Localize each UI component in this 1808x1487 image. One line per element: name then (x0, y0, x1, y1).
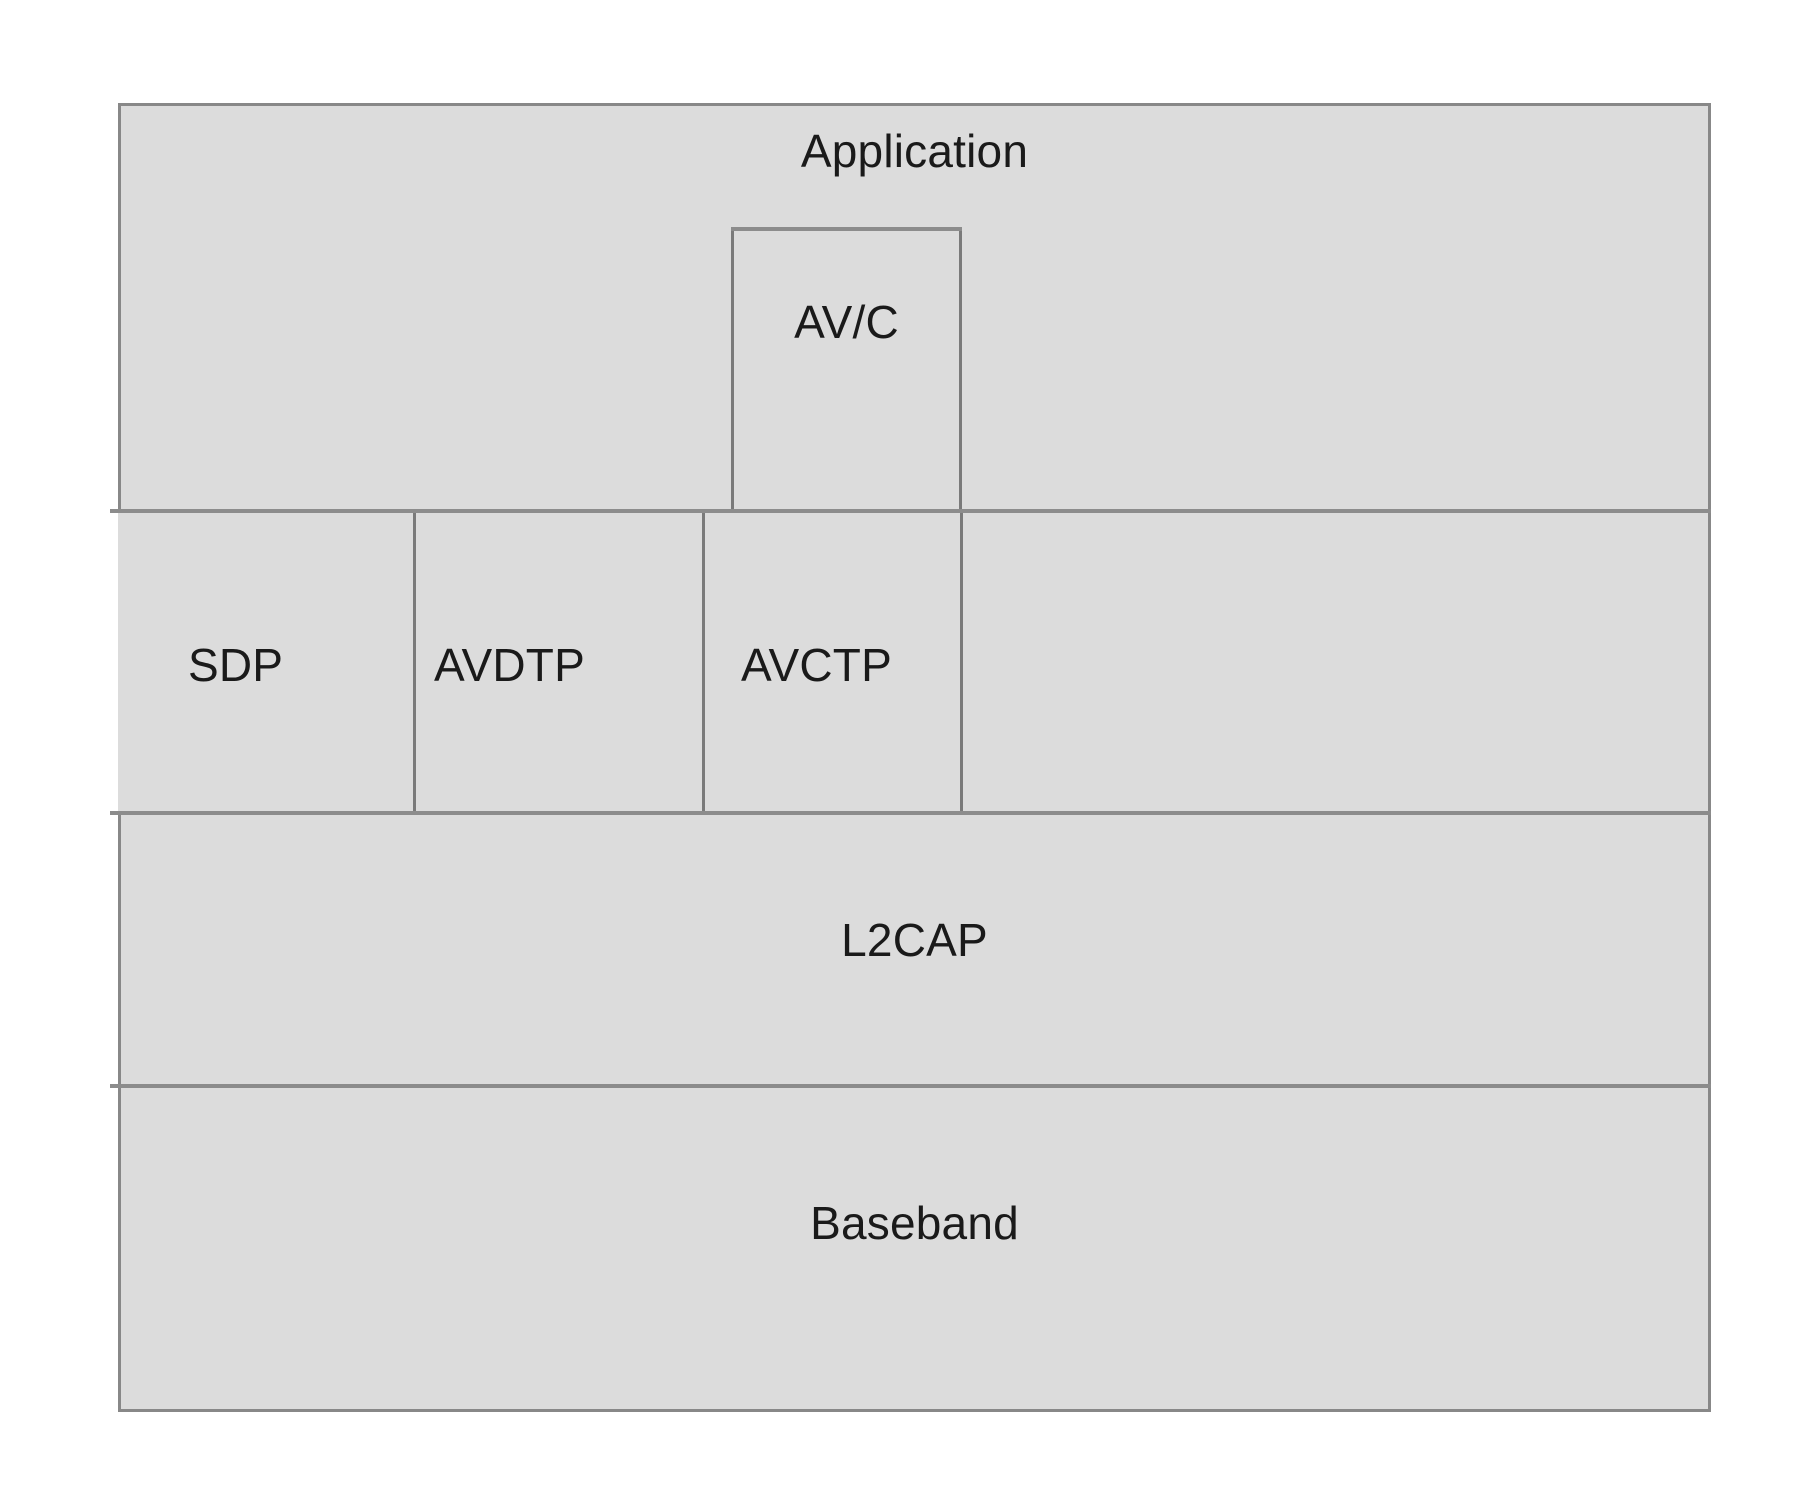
avc-right-border (959, 227, 962, 512)
layer-l2cap: L2CAP (121, 815, 1708, 1086)
avc-top-border (731, 227, 962, 231)
divider-avctp-right (960, 513, 963, 813)
layer-label-application: Application (800, 125, 1029, 177)
protocol-box-sdp: SDP (118, 513, 415, 813)
protocol-label-avdtp: AVDTP (434, 639, 585, 691)
divider-application-protocol (110, 509, 1711, 513)
protocol-box-avc: AV/C (731, 227, 962, 512)
divider-avdtp-avctp (702, 513, 705, 813)
protocol-box-avctp: AVCTP (704, 513, 962, 813)
divider-protocol-l2cap (110, 811, 1711, 815)
layer-label-l2cap: L2CAP (841, 914, 988, 966)
divider-sdp-avdtp (413, 513, 416, 813)
protocol-box-avdtp: AVDTP (415, 513, 704, 813)
protocol-label-sdp: SDP (188, 639, 284, 691)
divider-l2cap-baseband (110, 1084, 1711, 1088)
avc-left-border (731, 227, 734, 512)
protocol-label-avctp: AVCTP (741, 639, 892, 691)
layer-baseband: Baseband (121, 1088, 1708, 1409)
layer-label-baseband: Baseband (810, 1197, 1019, 1249)
protocol-label-avc: AV/C (794, 296, 899, 348)
